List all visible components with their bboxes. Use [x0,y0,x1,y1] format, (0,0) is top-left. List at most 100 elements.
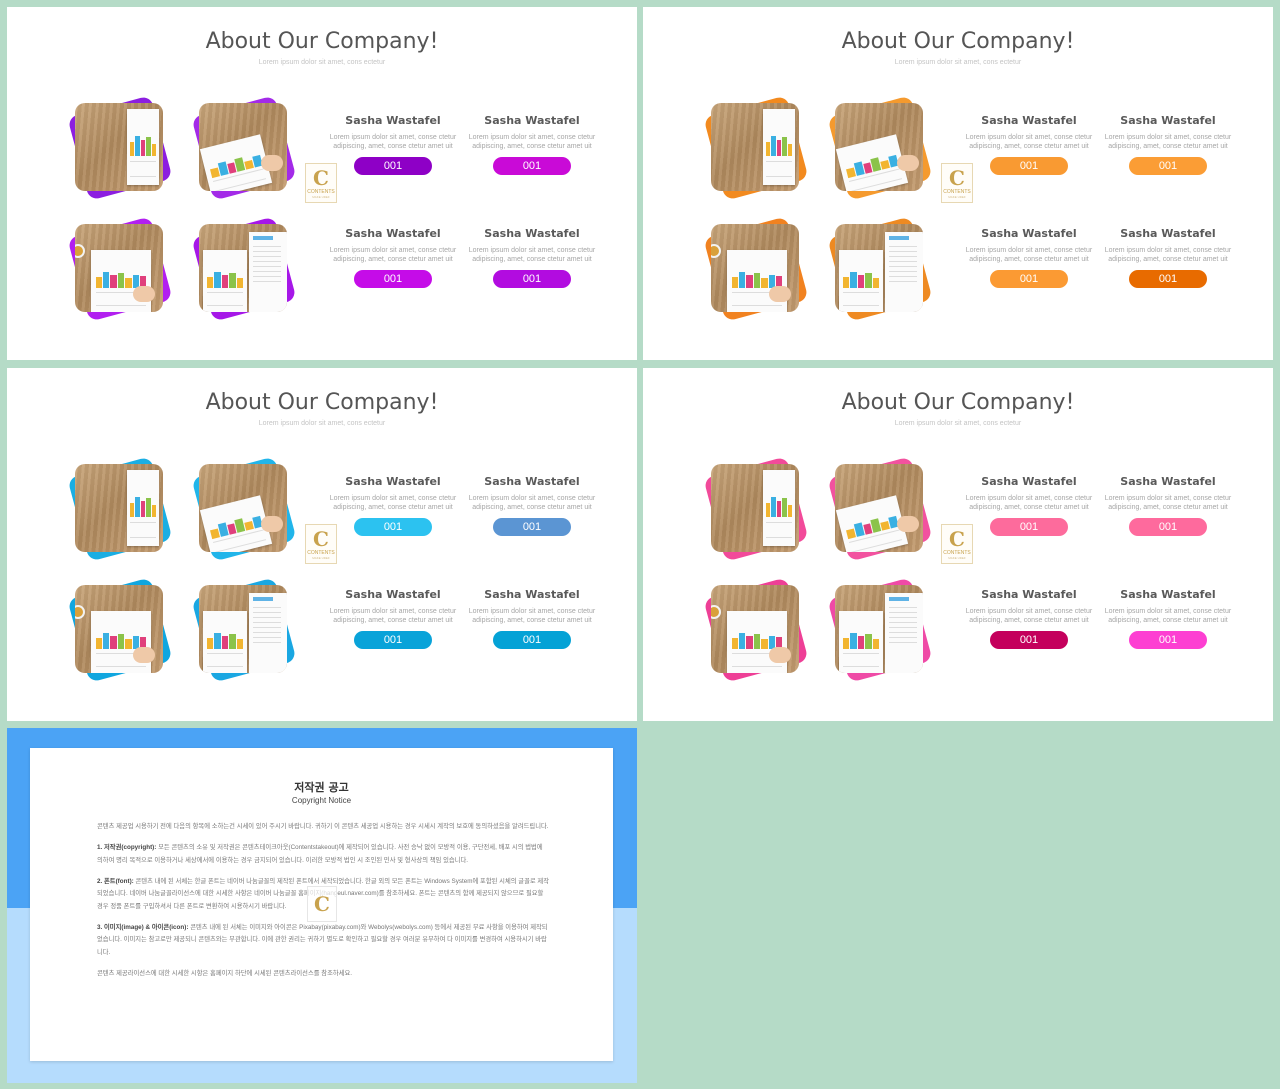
member-badge-button[interactable]: 001 [354,157,432,175]
photo-frame [703,456,809,562]
member-card: Sasha Wastafel Lorem ipsum dolor sit ame… [1103,227,1233,288]
member-description: Lorem ipsum dolor sit amet, conse ctetur… [1104,495,1232,511]
member-description: Lorem ipsum dolor sit amet, conse ctetur… [965,134,1093,150]
notice-logo-watermark: C [307,886,337,922]
notice-label: 2. 폰트(font): [97,877,134,885]
company-logo: C CONTENTS MAKE UDEF [305,163,337,203]
notice-label: 1. 저작권(copyright): [97,844,157,851]
member-name: Sasha Wastafel [981,588,1077,601]
slide-subtitle: Lorem ipsum dolor sit amet, cons ectetur [258,59,386,66]
photo-frame [703,95,809,201]
member-name: Sasha Wastafel [1120,475,1216,488]
logo-letter: C [949,165,965,190]
member-description: Lorem ipsum dolor sit amet, conse ctetur… [468,608,596,624]
team-slide-4: About Our Company! Lorem ipsum dolor sit… [643,368,1273,721]
member-badge-button[interactable]: 001 [1129,157,1207,175]
member-description: Lorem ipsum dolor sit amet, conse ctetur… [468,134,596,150]
member-badge-button[interactable]: 001 [990,518,1068,536]
member-card: Sasha Wastafel Lorem ipsum dolor sit ame… [328,475,458,536]
photo-frame [67,456,173,562]
notice-label: 3. 이미지(image) & 아이콘(icon): [97,923,189,931]
photo-frame [827,216,933,322]
member-description: Lorem ipsum dolor sit amet, conse ctetur… [329,134,457,150]
photo-frame [67,95,173,201]
member-badge-button[interactable]: 001 [990,631,1068,649]
slide-title: About Our Company! [205,390,439,415]
notice-card: 저작권 공고 Copyright Notice 콘텐츠 제공업 시용하기 전에 … [30,748,613,1061]
member-name: Sasha Wastafel [981,114,1077,127]
logo-letter: C [949,526,965,551]
logo-text: CONTENTS [307,549,335,556]
photo-frame [703,216,809,322]
photo-frame [191,577,297,683]
member-name: Sasha Wastafel [484,114,580,127]
slide-subtitle: Lorem ipsum dolor sit amet, cons ectetur [894,420,1022,427]
member-card: Sasha Wastafel Lorem ipsum dolor sit ame… [328,114,458,175]
member-description: Lorem ipsum dolor sit amet, conse ctetur… [329,247,457,263]
member-badge-button[interactable]: 001 [493,157,571,175]
member-card: Sasha Wastafel Lorem ipsum dolor sit ame… [964,114,1094,175]
company-logo: C CONTENTS MAKE UDEF [941,524,973,564]
member-description: Lorem ipsum dolor sit amet, conse ctetur… [468,247,596,263]
team-slide-2: About Our Company! Lorem ipsum dolor sit… [643,7,1273,360]
member-card: Sasha Wastafel Lorem ipsum dolor sit ame… [1103,475,1233,536]
member-card: Sasha Wastafel Lorem ipsum dolor sit ame… [467,114,597,175]
member-name: Sasha Wastafel [981,227,1077,240]
member-description: Lorem ipsum dolor sit amet, conse ctetur… [965,495,1093,511]
notice-paragraph: 콘텐츠 제공라이선스에 대한 시세한 시항은 홈페이지 하단에 시세된 콘텐츠라… [97,969,353,977]
logo-letter: C [313,165,329,190]
member-card: Sasha Wastafel Lorem ipsum dolor sit ame… [467,588,597,649]
member-badge-button[interactable]: 001 [354,270,432,288]
member-name: Sasha Wastafel [345,475,441,488]
company-logo: C CONTENTS MAKE UDEF [941,163,973,203]
member-badge-button[interactable]: 001 [493,518,571,536]
logo-subtext: MAKE UDEF [948,555,966,560]
notice-paragraph: 1. 저작권(copyright): 모든 콘텐츠의 소유 및 저작권은 콘텐츠… [97,842,549,867]
notice-text: 콘텐츠 내에 된 서체는 이미지와 아이콘은 Pixabay(pixabay.c… [97,923,548,956]
slide-title: About Our Company! [841,29,1075,54]
member-description: Lorem ipsum dolor sit amet, conse ctetur… [1104,247,1232,263]
photo-frame [703,577,809,683]
notice-paragraph: 콘텐츠 제공업 시용하기 전에 다음의 항목에 소하는건 시세이 있어 주시기 … [97,823,549,830]
member-badge-button[interactable]: 001 [493,270,571,288]
logo-letter: C [314,892,330,916]
member-name: Sasha Wastafel [1120,227,1216,240]
photo-frame [191,456,297,562]
team-slide-1: About Our Company! Lorem ipsum dolor sit… [7,7,637,360]
member-badge-button[interactable]: 001 [354,518,432,536]
member-card: Sasha Wastafel Lorem ipsum dolor sit ame… [1103,588,1233,649]
member-description: Lorem ipsum dolor sit amet, conse ctetur… [1104,134,1232,150]
member-badge-button[interactable]: 001 [1129,518,1207,536]
member-card: Sasha Wastafel Lorem ipsum dolor sit ame… [1103,114,1233,175]
member-name: Sasha Wastafel [1120,588,1216,601]
logo-letter: C [313,526,329,551]
member-name: Sasha Wastafel [484,227,580,240]
member-name: Sasha Wastafel [484,588,580,601]
member-badge-button[interactable]: 001 [990,270,1068,288]
slide-subtitle: Lorem ipsum dolor sit amet, cons ectetur [258,420,386,427]
member-badge-button[interactable]: 001 [493,631,571,649]
slide-subtitle: Lorem ipsum dolor sit amet, cons ectetur [894,59,1022,66]
member-badge-button[interactable]: 001 [1129,631,1207,649]
member-description: Lorem ipsum dolor sit amet, conse ctetur… [329,608,457,624]
photo-frame [191,95,297,201]
member-name: Sasha Wastafel [484,475,580,488]
member-name: Sasha Wastafel [345,114,441,127]
member-badge-button[interactable]: 001 [1129,270,1207,288]
member-badge-button[interactable]: 001 [354,631,432,649]
slide-title: About Our Company! [205,29,439,54]
member-badge-button[interactable]: 001 [990,157,1068,175]
logo-text: CONTENTS [307,188,335,195]
member-card: Sasha Wastafel Lorem ipsum dolor sit ame… [467,227,597,288]
member-description: Lorem ipsum dolor sit amet, conse ctetur… [965,608,1093,624]
logo-subtext: MAKE UDEF [312,194,330,199]
team-slide-3: About Our Company! Lorem ipsum dolor sit… [7,368,637,721]
member-card: Sasha Wastafel Lorem ipsum dolor sit ame… [964,475,1094,536]
logo-subtext: MAKE UDEF [948,194,966,199]
member-name: Sasha Wastafel [981,475,1077,488]
member-name: Sasha Wastafel [345,588,441,601]
photo-frame [67,577,173,683]
member-description: Lorem ipsum dolor sit amet, conse ctetur… [329,495,457,511]
notice-subtitle: Copyright Notice [291,796,352,805]
notice-title: 저작권 공고 [294,781,349,794]
